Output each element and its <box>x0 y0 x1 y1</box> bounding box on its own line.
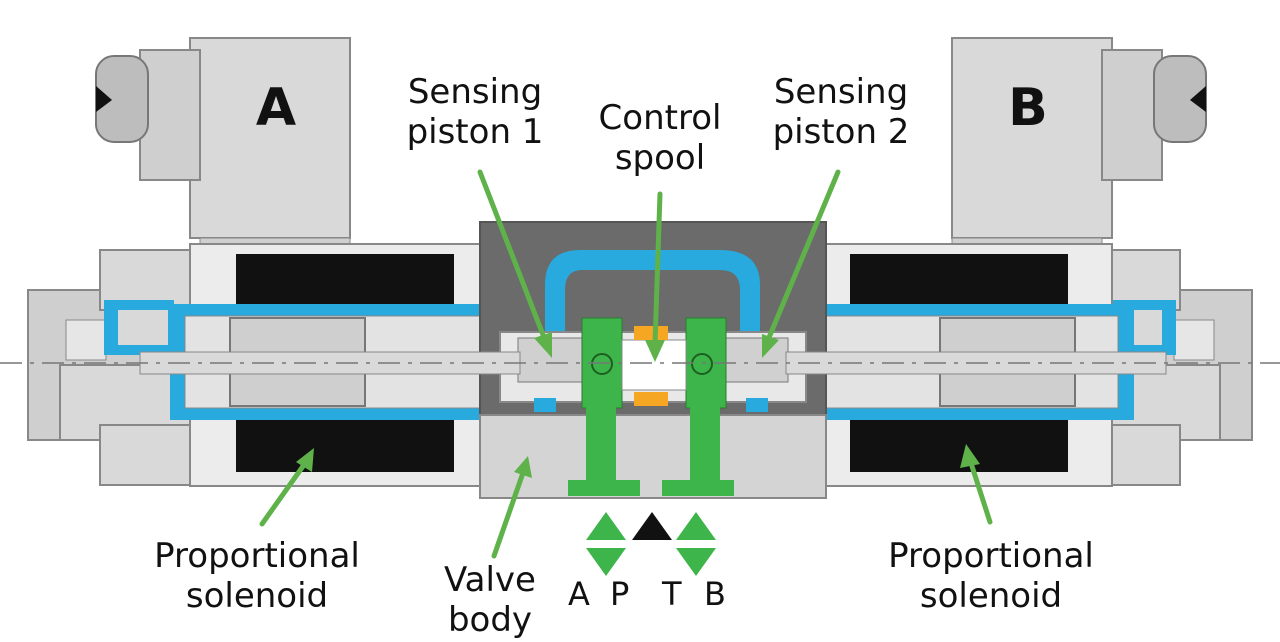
valve-body <box>479 221 827 499</box>
port-a-arrow-down <box>586 548 626 576</box>
label-proportional-solenoid-right: Proportional solenoid <box>888 536 1094 616</box>
right-coil-bottom <box>850 420 1068 472</box>
port-symbols <box>586 512 716 576</box>
arrow-solenoid-right <box>967 457 993 525</box>
arrow-solenoid-left <box>259 459 309 527</box>
arrow-sensing-piston-1 <box>477 169 548 343</box>
port-p-arrow <box>632 512 672 540</box>
solenoid-letter-b: B <box>1008 78 1048 138</box>
port-a-arrow-up <box>586 512 626 540</box>
push-rods <box>0 351 1280 375</box>
solenoid-letter-a: A <box>255 78 297 138</box>
port-label-a: A <box>568 575 590 613</box>
connector-b <box>951 37 1207 249</box>
left-end-cap <box>27 249 201 486</box>
pointer-arrows <box>259 169 993 559</box>
left-coil-bottom <box>236 420 454 472</box>
label-sensing-piston-1: Sensing piston 1 <box>406 72 544 152</box>
label-sensing-piston-2: Sensing piston 2 <box>772 72 910 152</box>
arrow-sensing-piston-2 <box>765 169 841 343</box>
label-control-spool: Control spool <box>598 98 722 178</box>
port-label-t: T <box>662 575 682 613</box>
port-label-p: P <box>610 575 630 613</box>
arrow-valve-body <box>491 467 527 559</box>
connector-a <box>95 37 351 249</box>
port-label-b: B <box>704 575 726 613</box>
label-valve-body: Valve body <box>444 560 536 640</box>
arrow-control-spool <box>652 191 663 347</box>
port-b-arrow-down <box>676 548 716 576</box>
port-b-arrow-up <box>676 512 716 540</box>
label-proportional-solenoid-left: Proportional solenoid <box>154 536 360 616</box>
right-coil-top <box>850 254 1068 304</box>
left-coil-top <box>236 254 454 304</box>
